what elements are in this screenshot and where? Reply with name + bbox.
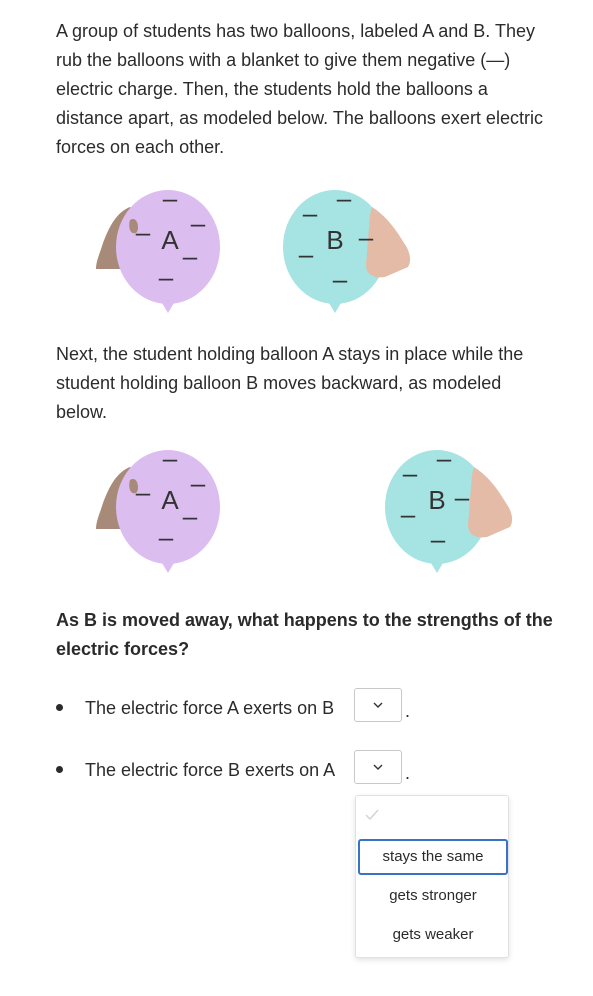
svg-text:–: –	[136, 477, 151, 507]
hand-b	[366, 207, 411, 278]
balloon-b-charges: – – – – –	[299, 185, 374, 294]
balloon-b	[385, 450, 489, 564]
svg-text:–: –	[303, 198, 318, 228]
svg-text:–: –	[163, 445, 178, 473]
balloon-b-label: B	[428, 485, 445, 515]
check-icon	[365, 808, 379, 824]
menu-option-gets-stronger[interactable]: gets stronger	[389, 887, 477, 904]
balloon-b-label: B	[326, 225, 343, 255]
svg-text:–: –	[191, 208, 206, 238]
balloons-far-svg: A – – – – – B – – – – –	[96, 445, 513, 573]
chevron-down-icon	[355, 760, 401, 774]
svg-text:–: –	[333, 264, 348, 294]
balloon-a-charges: – – – – –	[136, 185, 206, 292]
balloon-a-knot	[162, 303, 174, 313]
bullet-point	[56, 766, 63, 773]
svg-text:–: –	[191, 468, 206, 498]
balloon-b-knot	[329, 303, 341, 313]
balloon-a-charges: – – – – –	[136, 445, 206, 552]
svg-text:–: –	[337, 185, 352, 213]
balloon-a-label: A	[161, 485, 179, 515]
svg-text:–: –	[299, 239, 314, 269]
svg-text:–: –	[431, 524, 446, 554]
svg-text:–: –	[183, 241, 198, 271]
answer-row-label: The electric force A exerts on B	[85, 698, 335, 718]
svg-text:–: –	[163, 185, 178, 213]
intro-paragraph: A group of students has two balloons, la…	[56, 21, 543, 157]
answer-row-b-on-a: The electric force B exerts on A .	[56, 750, 476, 786]
svg-text:–: –	[401, 499, 416, 529]
bullet-point	[56, 704, 63, 711]
balloons-close-svg: A – – – – – B – – – – –	[96, 185, 411, 313]
model-figure-far: A – – – – – B – – – – –	[0, 445, 593, 575]
sentence-period: .	[405, 763, 411, 783]
svg-text:–: –	[159, 522, 174, 552]
balloon-a-knot	[162, 563, 174, 573]
svg-text:–: –	[183, 501, 198, 531]
svg-text:–: –	[437, 445, 452, 473]
answer-row-a-on-b: The electric force A exerts on B .	[56, 688, 476, 724]
answer-dropdown-b-on-a[interactable]	[354, 750, 402, 784]
svg-text:–: –	[455, 482, 470, 512]
answer-row-label: The electric force B exerts on A	[85, 760, 336, 780]
balloon-b-knot	[431, 563, 443, 573]
question-text: As B is moved away, what happens to the …	[56, 610, 553, 659]
menu-option-gets-weaker[interactable]: gets weaker	[392, 926, 474, 943]
svg-text:–: –	[136, 217, 151, 247]
hand-b	[468, 467, 513, 538]
svg-text:–: –	[403, 458, 418, 488]
chevron-down-icon	[355, 698, 401, 712]
balloon-a-label: A	[161, 225, 179, 255]
answer-dropdown-a-on-b[interactable]	[354, 688, 402, 722]
balloon-b	[283, 190, 387, 304]
dropdown-menu: stays the same gets stronger gets weaker	[355, 795, 509, 958]
sentence-period: .	[405, 701, 411, 721]
menu-option-stays-the-same[interactable]: stays the same	[358, 839, 508, 875]
svg-text:–: –	[159, 262, 174, 292]
model-figure-close: A – – – – – B – – – – –	[0, 185, 593, 315]
balloon-b-charges: – – – – –	[401, 445, 470, 554]
balloon-a	[116, 190, 220, 304]
balloon-a	[116, 450, 220, 564]
middle-paragraph: Next, the student holding balloon A stay…	[56, 344, 524, 422]
svg-text:–: –	[359, 222, 374, 252]
